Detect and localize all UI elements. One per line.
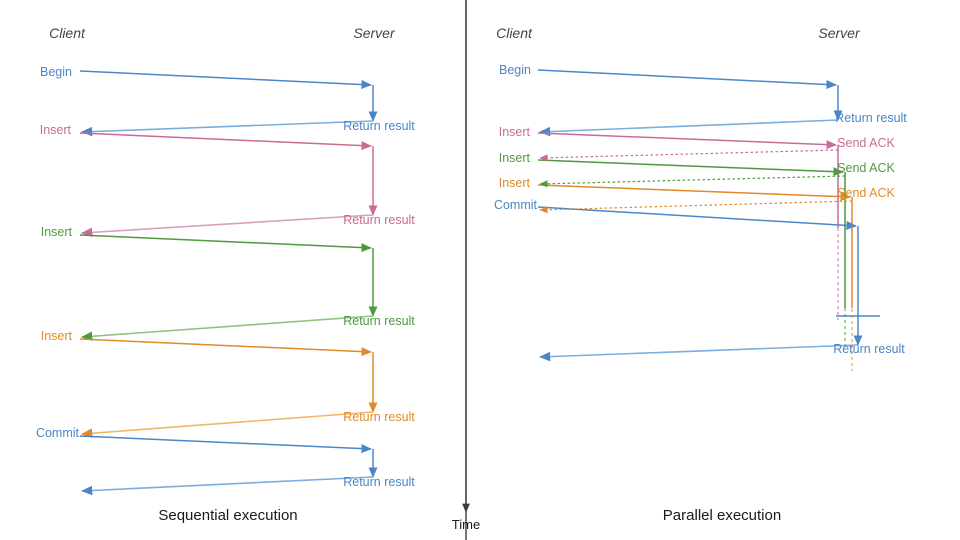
request-arrow [79, 435, 372, 454]
request-arrow [537, 69, 837, 90]
server-message-label: Send ACK [837, 186, 895, 200]
request-arrow [537, 206, 857, 230]
panel-caption: Parallel execution [663, 507, 781, 524]
ack-return-green [539, 175, 846, 346]
client-message-label: Insert [499, 151, 531, 165]
client-message-label: Insert [499, 125, 531, 139]
request-arrow [537, 159, 844, 177]
lane-title-server: Server [353, 25, 396, 41]
ack-return-orange [539, 200, 853, 371]
request-arrow [79, 132, 372, 151]
server-message-label: Return result [833, 342, 905, 356]
response-arrow [81, 315, 374, 342]
client-message-label: Begin [499, 63, 531, 77]
lane-title-client: Client [49, 25, 86, 41]
response-arrow [81, 476, 374, 496]
client-message-label: Insert [41, 329, 73, 343]
ack-return-pink [539, 149, 839, 320]
ack-dashed-arrow [539, 200, 853, 214]
server-message-label: Send ACK [837, 161, 895, 175]
request-arrow [537, 184, 851, 202]
client-message-label: Insert [40, 123, 72, 137]
server-message-label: Return result [343, 314, 415, 328]
response-arrow [81, 214, 374, 238]
client-message-label: Insert [41, 225, 73, 239]
server-message-label: Return result [343, 213, 415, 227]
response-arrow [81, 411, 374, 439]
request-arrow [79, 70, 372, 90]
lane-title-server: Server [818, 25, 861, 41]
time-axis-label: Time [452, 517, 480, 532]
client-message-label: Begin [40, 65, 72, 79]
server-message-label: Return result [343, 410, 415, 424]
lane-title-client: Client [496, 25, 533, 41]
request-arrow [537, 132, 837, 150]
server-message-label: Return result [835, 111, 907, 125]
client-message-label: Commit [494, 198, 538, 212]
request-arrow [79, 234, 372, 253]
client-message-label: Commit [36, 426, 80, 440]
response-arrow [539, 119, 839, 137]
ack-dashed-arrow [539, 175, 846, 188]
response-arrow [81, 120, 374, 137]
time-axis: Time [452, 0, 480, 532]
server-message-label: Return result [343, 475, 415, 489]
response-arrow [539, 344, 859, 362]
request-arrow [79, 338, 372, 357]
server-message-label: Return result [343, 119, 415, 133]
server-message-label: Send ACK [837, 136, 895, 150]
panel-caption: Sequential execution [158, 507, 297, 524]
client-message-label: Insert [499, 176, 531, 190]
